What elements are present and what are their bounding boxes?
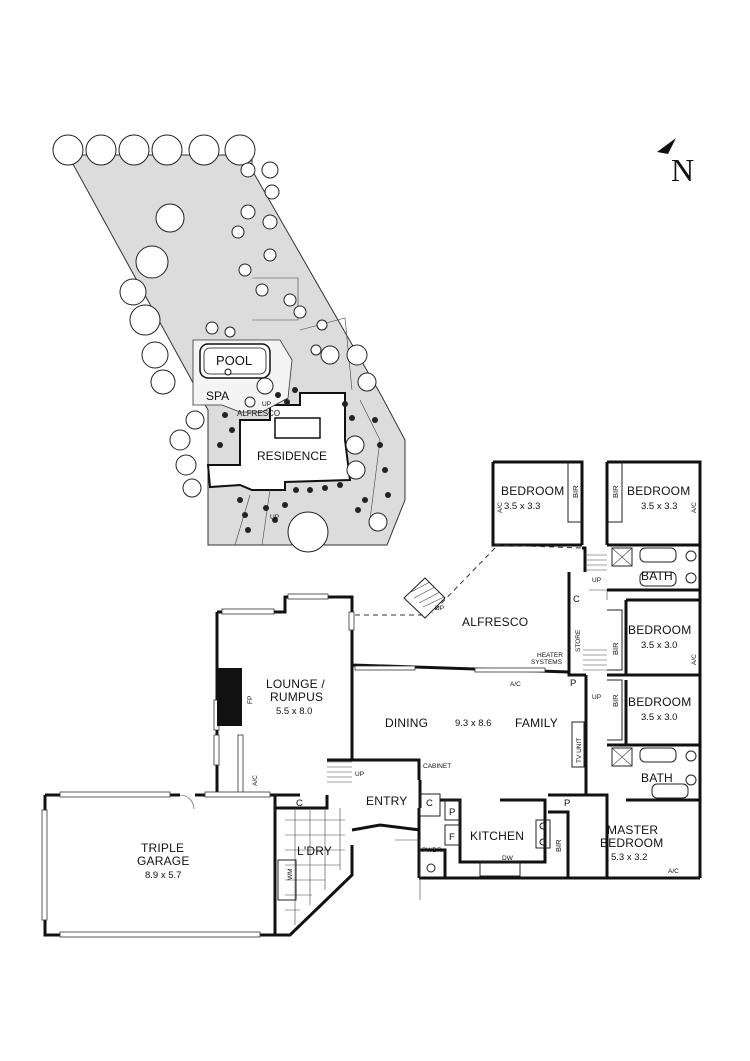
bedroom-3-name: BEDROOM [628,623,691,637]
room-labels: BEDROOM 3.5 x 3.3 BEDROOM 3.5 x 3.3 BATH… [137,484,691,881]
fixture-labels: BIR BIR BIR BIR BIR A/C A/C A/C A/C A/C … [247,485,698,880]
site-plan: POOL SPA UP ALFRESCO RESIDENCE UP [52,134,406,553]
cupboard-laundry: C [296,798,303,809]
pantry-hall: P [570,678,576,689]
ac-master: A/C [668,868,679,875]
washing-machine-label: WM [287,868,294,880]
fridge: F [449,832,455,843]
bedroom-4-name: BEDROOM [628,695,691,709]
up-corridor-2: UP [592,694,601,701]
spa-shape [224,368,232,376]
bedroom-2-size: 3.5 x 3.3 [641,501,677,512]
site-up-label: UP [262,401,271,408]
ac-family: A/C [510,681,521,688]
laundry-tiles [285,808,345,925]
alfresco-outline [355,544,583,616]
dishwasher-label: DW [502,855,514,862]
bath-1-name: BATH [641,569,673,583]
family-name: FAMILY [515,716,558,730]
garage-name-2: GARAGE [137,854,190,868]
corridor-stairs [583,554,608,671]
site-shrubs [217,387,391,533]
fireplace-label: FP [247,696,254,704]
bir-4: BIR [611,694,620,707]
master-walls [548,793,586,878]
master-name-2: BEDROOM [600,836,663,850]
lounge-size: 5.5 x 8.0 [276,706,312,717]
bedroom-wing-walls [491,460,702,878]
bir-1: BIR [571,485,580,498]
bir-3: BIR [611,642,620,655]
dining-name: DINING [385,716,428,730]
ac-lounge: A/C [252,775,259,786]
pool-shape [199,343,271,379]
laundry-name: L'DRY [297,844,332,858]
ac-bedroom-2: A/C [691,502,698,513]
kitchen-name: KITCHEN [470,829,524,843]
site-pool-label: POOL [216,353,252,368]
ac-bedroom-1: A/C [497,502,504,513]
residence-courtyard [274,417,321,439]
bir-5: BIR [554,839,563,852]
site-trees [52,134,388,553]
laundry-walls [273,808,354,937]
store-label: STORE [575,629,582,652]
master-name-1: MASTER [607,823,658,837]
pantry-master: P [564,798,570,809]
floor-plan [41,460,702,938]
up-alfresco: UP [435,605,444,612]
cabinet-label: CABINET [423,763,451,770]
pwdr-label: PWDR [422,847,442,854]
bedroom-2-name: BEDROOM [627,484,690,498]
site-alfresco-label: ALFRESCO [237,409,280,418]
bir-2: BIR [611,485,620,498]
fireplace [217,668,242,726]
heater-label-1: HEATER [537,652,563,659]
tv-unit-label: TV UNIT [576,738,583,763]
cupboard-hall: C [573,594,580,605]
north-compass: N [657,138,694,188]
pantry-kitchen: P [449,807,455,818]
bath-2-name: BATH [641,771,673,785]
bedroom-4-size: 3.5 x 3.0 [641,712,677,723]
site-up2-label: UP [270,514,279,521]
alfresco-steps [403,577,446,619]
heater-label-2: SYSTEMS [531,659,563,666]
up-corridor-1: UP [592,577,601,584]
bedroom-1-size: 3.5 x 3.3 [504,501,540,512]
cupboard-kitchen: C [426,798,433,809]
alfresco-name: ALFRESCO [462,615,528,629]
bedroom-1-name: BEDROOM [501,484,564,498]
lounge-name-2: RUMPUS [270,690,323,704]
garage-name-1: TRIPLE [141,841,184,855]
bedroom-3-size: 3.5 x 3.0 [641,640,677,651]
site-residence-label: RESIDENCE [257,449,327,463]
master-size: 5.3 x 3.2 [611,852,647,863]
north-letter: N [671,152,694,188]
up-entry: UP [355,771,364,778]
lounge-name-1: LOUNGE / [266,677,325,691]
north-arrow-icon [657,138,676,154]
ac-bedroom-3: A/C [691,654,698,665]
family-size: 9.3 x 8.6 [455,718,491,729]
site-spa-label: SPA [206,389,229,403]
garage-size: 8.9 x 5.7 [145,870,181,881]
entry-name: ENTRY [366,794,407,808]
